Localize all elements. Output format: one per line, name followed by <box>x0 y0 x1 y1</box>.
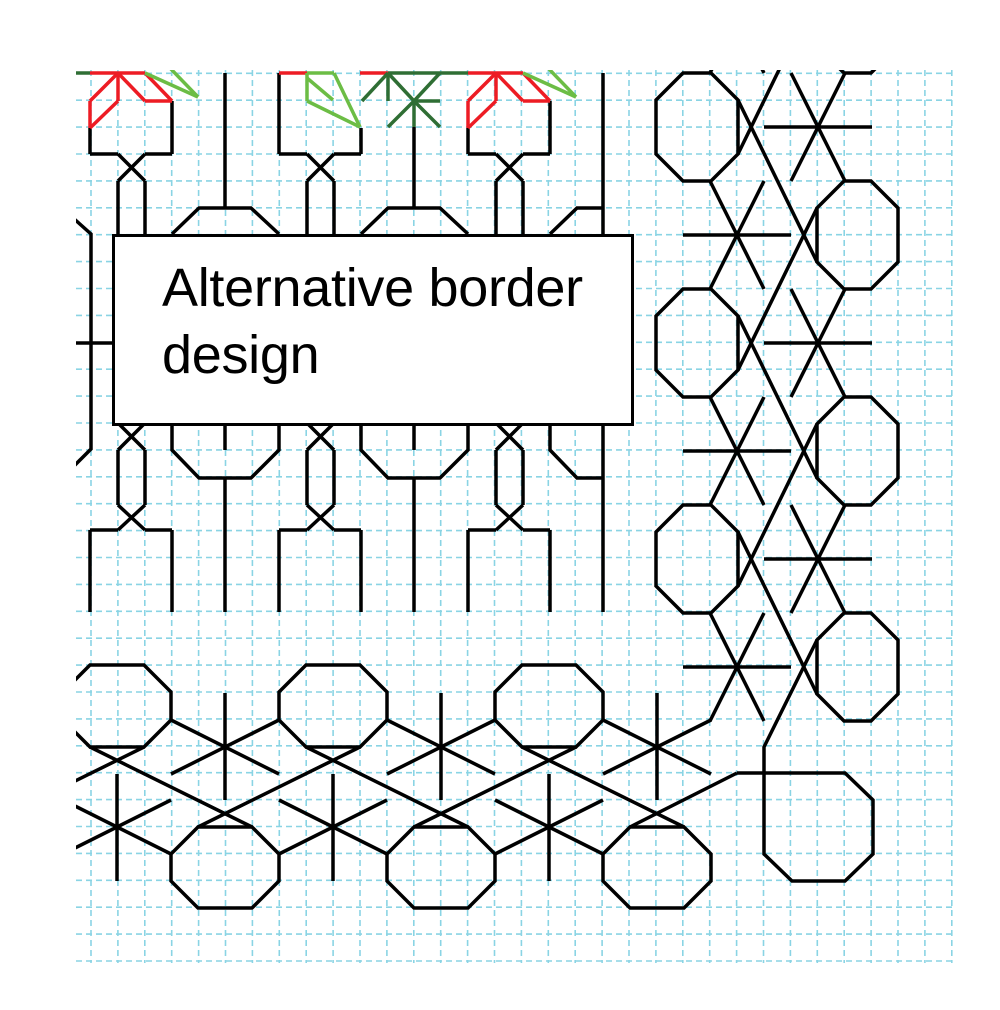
interlace-line <box>521 745 685 829</box>
star-motif-arm <box>708 612 766 722</box>
caption-line-1: Alternative border <box>162 258 583 318</box>
red-stitch <box>88 71 120 103</box>
vase-motif-cross <box>305 503 336 532</box>
interlace-line <box>0 747 36 827</box>
interlace-line <box>736 70 781 155</box>
interlace-line <box>197 745 361 829</box>
octagon-motif <box>169 825 281 910</box>
dark-green-stitch <box>412 71 442 103</box>
light-green-stitch <box>547 70 578 99</box>
star-motif-arm <box>708 70 714 74</box>
vase-motif-cross <box>116 503 147 532</box>
vase-motif-cross <box>116 421 147 452</box>
red-stitch <box>494 71 525 103</box>
interlace-line <box>629 771 738 829</box>
dark-green-stitch <box>386 71 416 103</box>
red-stitch <box>88 99 120 130</box>
vertical-border-band <box>654 70 900 723</box>
dark-green-stitch <box>412 99 442 129</box>
dark-green-stitch <box>386 99 416 129</box>
octagon-motif <box>815 179 900 291</box>
stitch-pattern <box>0 70 900 910</box>
vase-motif-cross <box>494 421 525 452</box>
light-green-stitch <box>306 99 361 129</box>
red-stitch <box>143 71 174 103</box>
star-motif-arm <box>76 798 172 850</box>
dashed-grid <box>76 70 955 963</box>
octagon-motif <box>76 663 173 749</box>
octagon-motif <box>815 395 900 507</box>
octagon-motif <box>0 827 63 908</box>
bottom-border-band <box>0 663 738 910</box>
star-motif-arm <box>708 396 766 506</box>
star-motif-arm <box>708 180 766 290</box>
vase-motif-cross <box>305 152 336 183</box>
star-motif-arm <box>386 718 496 776</box>
light-green-stitch <box>144 71 199 99</box>
interlace-line <box>736 423 819 587</box>
star-motif-arm <box>170 718 280 776</box>
red-stitch <box>466 71 498 103</box>
octagon-motif <box>385 825 497 910</box>
star-motif-arm <box>789 72 847 182</box>
light-green-stitch <box>305 76 335 102</box>
interlace-line <box>736 207 819 371</box>
corner-octagon <box>737 639 875 883</box>
star-motif-arm <box>278 798 388 856</box>
dark-green-stitch <box>360 71 390 103</box>
light-green-stitch <box>522 71 577 99</box>
star-motif-arm <box>0 720 63 774</box>
interlace-line <box>76 745 145 783</box>
star-motif-arm <box>789 504 847 614</box>
star-motif-arm <box>602 718 712 776</box>
octagon-motif <box>815 611 900 723</box>
light-green-stitch <box>169 70 200 99</box>
interlace-line <box>736 315 819 479</box>
star-motif-arm <box>789 288 847 398</box>
star-motif-arm <box>494 798 604 856</box>
colored-stitches <box>76 70 578 130</box>
star-motif-arm <box>760 70 766 74</box>
vase-motif-cross <box>494 503 525 532</box>
vase-motif-cross <box>116 152 147 183</box>
trapezoid-motif <box>548 423 603 480</box>
red-stitch <box>521 71 552 103</box>
caption-box: Alternative border design <box>112 234 634 426</box>
octagon-motif <box>838 70 877 75</box>
trapezoid-motif <box>548 206 603 236</box>
interlace-line <box>736 531 819 695</box>
octagon-motif <box>601 825 713 910</box>
top-border-motifs <box>76 73 605 612</box>
corner-octagon-outline <box>737 639 875 883</box>
trapezoid-motif <box>359 206 470 236</box>
light-green-stitch <box>332 72 362 128</box>
trapezoid-motif <box>170 206 281 236</box>
vase-motif-cross <box>494 152 525 183</box>
octagon-motif <box>654 503 740 615</box>
star-motif-arm <box>0 720 63 774</box>
caption-line-2: design <box>162 325 320 385</box>
interlace-line <box>413 745 577 829</box>
vase-motif-cross <box>305 421 336 452</box>
red-stitch <box>466 99 498 130</box>
red-stitch <box>116 71 147 103</box>
